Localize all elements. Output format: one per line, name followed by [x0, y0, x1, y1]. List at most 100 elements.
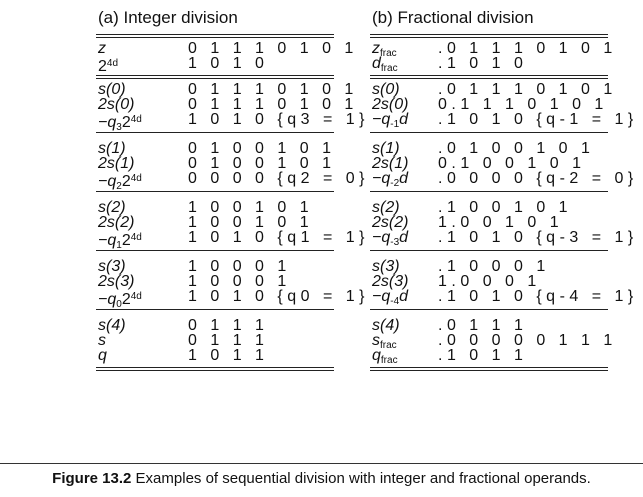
row-label: s(0) [98, 81, 126, 98]
row-bits: .0 1 1 1 0 1 0 1 [438, 40, 617, 57]
row-bits: 1 0 0 1 0 1 [188, 199, 314, 216]
row-bits: 0 1 1 1 0 1 0 1 [188, 40, 358, 57]
row-label: 2s(0) [372, 96, 409, 113]
row-label: s(4) [98, 317, 126, 334]
row-bits: 1.0 0 1 0 1 [438, 214, 564, 231]
row-label: q [98, 347, 107, 364]
division-row: s(4) 0 1 1 1 [96, 317, 334, 334]
row-bits: .0 0 0 0 {q-2 = 0} [438, 170, 638, 187]
division-row: 2s(1) 0 1 0 0 1 0 1 [96, 155, 336, 172]
division-row: −q-2d.0 0 0 0 {q-2 = 0} [370, 171, 633, 190]
separator-rule [370, 250, 608, 251]
row-bits: 1 0 1 0 [188, 55, 269, 72]
division-row: s(0)0 1 1 1 0 1 0 1 [96, 81, 353, 98]
separator-rule [96, 191, 334, 192]
row-label: −q-1d [372, 111, 409, 131]
row-bits: 1 0 1 0 {q1 = 1} [188, 229, 369, 246]
separator-rule [370, 132, 608, 133]
row-label: −q224d [98, 173, 142, 192]
row-bits: 1 0 1 1 [188, 347, 269, 364]
row-bits: 1 0 0 0 1 [188, 273, 291, 290]
division-row: s(0).0 1 1 1 0 1 0 1 [370, 81, 612, 98]
row-label: −q-4d [372, 288, 409, 308]
row-bits: 1 0 0 1 0 1 [188, 214, 314, 231]
row-bits: .1 0 1 0 {q-4 = 1} [438, 288, 638, 305]
row-bits: .1 0 1 0 {q-3 = 1} [438, 229, 638, 246]
row-label: qfrac [372, 347, 398, 367]
division-row: −q-1d.1 0 1 0 {q-1 = 1} [370, 112, 633, 131]
division-row: 2s(1) 0.1 0 0 1 0 1 [370, 155, 608, 172]
row-label: s(1) [372, 140, 400, 157]
row-bits: 0.1 1 1 0 1 0 1 [438, 96, 608, 113]
figure-label: Figure 13.2 [52, 470, 132, 487]
division-row: s(1) .0 1 0 0 1 0 1 [370, 140, 608, 157]
row-bits: .1 0 1 0 [438, 55, 528, 72]
row-label: s(3) [372, 258, 400, 275]
double-rule [96, 367, 334, 371]
division-row: sfrac.0 0 0 0 0 1 1 1 [370, 333, 612, 352]
division-row: 2s(0)0 1 1 1 0 1 0 1 [96, 96, 353, 113]
division-row: s(3)1 0 0 0 1 [96, 259, 334, 275]
row-bits: 0 1 1 1 0 1 0 1 [188, 81, 358, 98]
row-bits: 1 0 1 0 {q3 = 1} [188, 111, 369, 128]
row-bits: 1.0 0 0 1 [438, 273, 541, 290]
division-row: 2s(0) 0.1 1 1 0 1 0 1 [370, 96, 608, 113]
division-row: −q-4d.1 0 1 0 {q-4 = 1} [370, 289, 633, 308]
row-label: 2s(2) [372, 214, 409, 231]
row-bits: 0 1 0 0 1 0 1 [188, 155, 336, 172]
panel-title: (a) Integer division [98, 8, 238, 27]
row-bits: 0 1 0 0 1 0 1 [188, 140, 336, 157]
division-row: s(3).1 0 0 0 1 [370, 258, 608, 275]
row-bits: 0 1 1 1 0 1 0 1 [188, 96, 358, 113]
double-rule [96, 75, 334, 79]
row-label: 2s(0) [98, 96, 135, 113]
row-label: s(0) [372, 81, 400, 98]
row-bits: 0 1 1 1 [188, 332, 269, 349]
row-label: 24d [98, 58, 119, 75]
panel-title: (b) Fractional division [372, 8, 534, 27]
division-row: dfrac .1 0 1 0 [370, 55, 608, 75]
division-row: zfrac.0 1 1 1 0 1 0 1 [370, 41, 612, 60]
row-bits: .1 0 0 1 0 1 [438, 199, 573, 216]
division-row: s(2)1 0 0 1 0 1 [96, 199, 334, 216]
row-label: z [98, 40, 106, 57]
division-row: 2s(3) 1 0 0 0 1 [96, 273, 334, 290]
division-row: 2s(3) 1.0 0 0 1 [370, 273, 608, 290]
row-label: sfrac [372, 332, 397, 352]
row-label: 2s(1) [98, 155, 135, 172]
double-rule [370, 75, 608, 79]
row-label: −q-3d [372, 229, 409, 249]
row-label: dfrac [372, 55, 398, 75]
row-bits: 0 1 1 1 [188, 317, 269, 334]
separator-rule [96, 309, 334, 310]
row-bits: .0 1 1 1 [438, 317, 528, 334]
separator-rule [370, 191, 608, 192]
row-label: s(2) [372, 199, 400, 216]
separator-rule [96, 250, 334, 251]
division-row: s(2) .1 0 0 1 0 1 [370, 199, 608, 216]
division-row: s(1) 0 1 0 0 1 0 1 [96, 140, 336, 157]
division-row: q 1 0 1 1 [96, 347, 334, 364]
separator-rule [96, 132, 334, 133]
row-label: s(4) [372, 317, 400, 334]
figure-caption: Figure 13.2 Examples of sequential divis… [0, 463, 643, 487]
row-bits: .0 0 0 0 0 1 1 1 [438, 332, 617, 349]
row-bits: .0 1 0 0 1 0 1 [438, 140, 595, 157]
row-label: 2s(3) [98, 273, 135, 290]
division-row: qfrac.1 0 1 1 [370, 348, 608, 367]
row-bits: .1 0 1 0 {q-1 = 1} [438, 111, 638, 128]
row-label: 2s(3) [372, 273, 409, 290]
row-label: 2s(1) [372, 155, 409, 172]
row-label: −q-2d [372, 170, 409, 190]
row-label: zfrac [372, 40, 397, 60]
row-label: s(1) [98, 140, 126, 157]
row-label: −q024d [98, 291, 142, 310]
row-bits: 0.1 0 0 1 0 1 [438, 155, 586, 172]
